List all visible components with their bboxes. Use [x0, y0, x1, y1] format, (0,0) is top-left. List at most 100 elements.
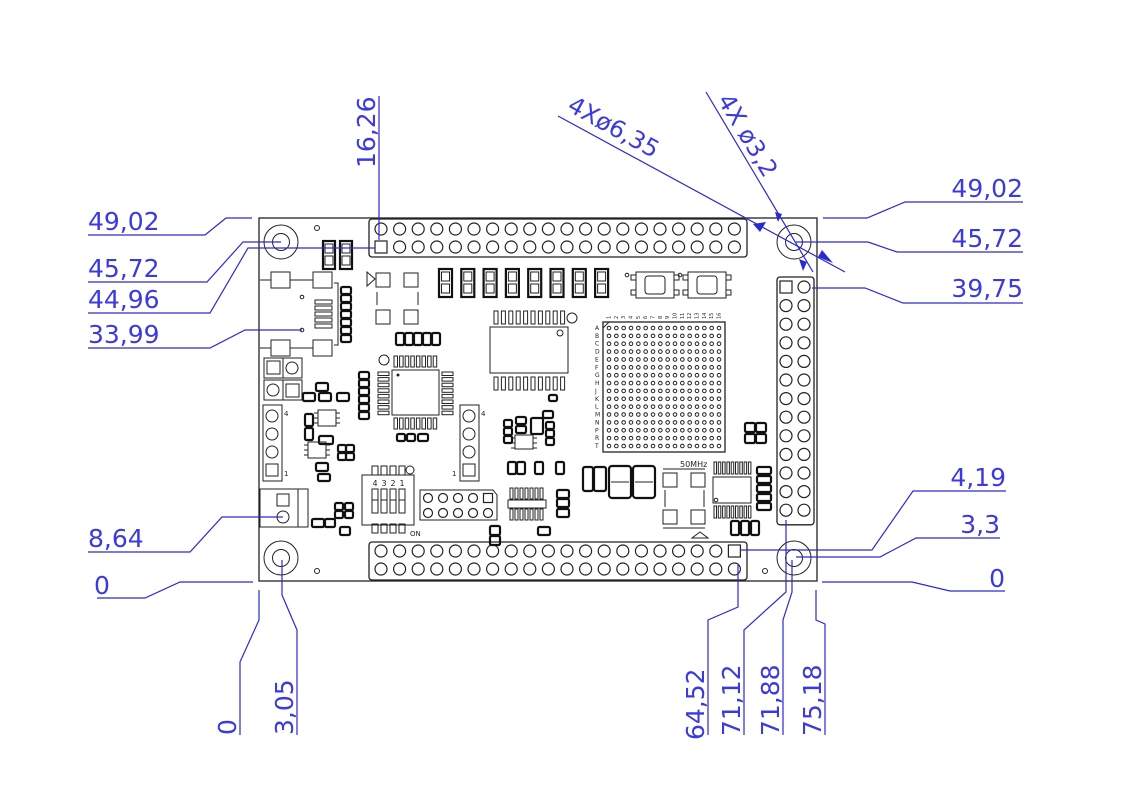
- chip-pin: [537, 310, 543, 325]
- header-pin: [448, 544, 462, 558]
- bga-ball: [687, 380, 692, 386]
- header-outline: [368, 541, 748, 581]
- header-pin: [597, 544, 611, 558]
- bga-ball: [621, 443, 626, 449]
- bga-ball: [621, 412, 626, 417]
- smd-part: [754, 421, 768, 434]
- header-pin: [779, 466, 793, 480]
- bga-ball: [606, 420, 612, 425]
- bga-ball: [614, 333, 619, 339]
- header-pin: [541, 562, 556, 576]
- bga-ball: [702, 372, 707, 378]
- bga-row-label: K: [595, 396, 600, 403]
- smd-part: [514, 424, 528, 435]
- smd-part: [357, 394, 371, 405]
- bga-ball: [636, 388, 641, 394]
- smd-part: [502, 418, 514, 429]
- chip-pin: [509, 508, 514, 521]
- smd-part: [412, 331, 424, 347]
- bga-ball: [621, 333, 626, 339]
- bga-ball: [694, 357, 700, 362]
- bga-ball: [672, 325, 678, 331]
- smd-part: [541, 409, 555, 420]
- smd-part: [416, 432, 430, 443]
- led-pad: [485, 271, 495, 282]
- chip-pin: [722, 461, 726, 475]
- header-pin: [797, 317, 811, 331]
- bga-ball: [614, 420, 619, 425]
- dimension-lines: [88, 91, 1023, 735]
- bga-outline: [602, 321, 726, 453]
- smd-part: [303, 412, 315, 428]
- bga-ball: [702, 420, 707, 425]
- led: [460, 267, 476, 299]
- bga-ball: [628, 396, 634, 402]
- header-pin: [393, 222, 407, 236]
- soic-chip: [712, 461, 752, 519]
- bga-ball: [680, 388, 685, 394]
- chip-pin: [493, 310, 499, 325]
- smd-part: [729, 519, 741, 537]
- bga-ball: [702, 365, 707, 370]
- bga-ball: [716, 427, 722, 433]
- smd-part: [430, 331, 442, 347]
- chip-pin: [747, 461, 752, 475]
- smd-part: [323, 517, 337, 529]
- bga-row-label: A: [595, 325, 600, 332]
- bga-ball: [702, 349, 707, 354]
- bga-row-label: M: [595, 412, 600, 419]
- header-pin: [671, 222, 686, 236]
- bga-ball: [643, 357, 648, 362]
- header-pin: [541, 240, 556, 254]
- bga-ball: [643, 443, 648, 449]
- bga-column-label: 12: [687, 313, 693, 319]
- bga-ball: [687, 388, 692, 394]
- chip-pin: [509, 487, 514, 500]
- bga-ball: [709, 404, 714, 409]
- chip-pin: [739, 461, 743, 475]
- bga-ball: [636, 404, 641, 409]
- bga-ball: [636, 412, 641, 417]
- bga-ball: [665, 435, 670, 441]
- qfn-chip: [377, 354, 454, 430]
- led-pad: [552, 283, 562, 294]
- header-pin: [597, 562, 611, 576]
- bga-ball: [636, 357, 641, 362]
- chip-pin: [410, 355, 415, 368]
- bga-ball: [621, 388, 626, 394]
- dip-pad: [380, 465, 388, 476]
- bga-ball: [702, 435, 707, 441]
- bga-ball: [621, 380, 626, 386]
- bga-ball: [680, 372, 685, 378]
- dim-left-33-99: 33,99: [88, 320, 160, 349]
- small-ic: [514, 434, 534, 450]
- header-pin: [374, 222, 388, 236]
- header-pin: [634, 544, 649, 558]
- header-pin: [779, 429, 793, 443]
- bga-column-label: 3: [621, 316, 627, 319]
- dim-right-3-3: 3,3: [960, 510, 1000, 539]
- bga-ball: [694, 435, 700, 441]
- header-pin: [504, 544, 518, 558]
- bga-ball: [606, 372, 612, 378]
- smd-part: [310, 517, 326, 529]
- bga-column-label: 16: [717, 313, 723, 319]
- smd-part: [755, 501, 773, 512]
- pin-header-right: [776, 276, 815, 526]
- bga-column-label: 4: [629, 316, 635, 319]
- header-pin: [486, 240, 500, 254]
- led-pad: [507, 271, 517, 282]
- bga-ball: [658, 333, 663, 339]
- header-pin: [467, 544, 481, 558]
- bga-ball: [665, 333, 670, 339]
- header-pin: [393, 240, 407, 254]
- bga-row-label: B: [595, 333, 599, 340]
- chip-pin: [399, 417, 404, 430]
- smd-part: [336, 443, 348, 454]
- smd-part: [514, 415, 528, 426]
- bga-ball: [643, 333, 648, 339]
- chip-pin: [529, 508, 534, 521]
- smd-part: [755, 465, 773, 476]
